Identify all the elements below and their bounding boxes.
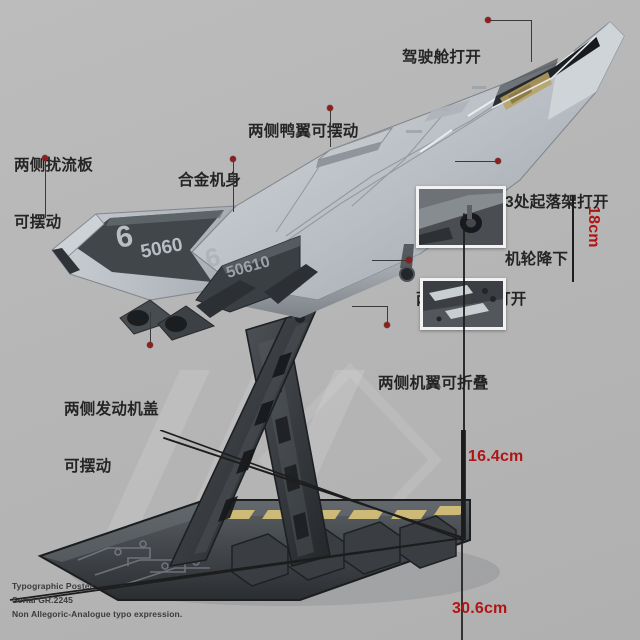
footer-line-3: Non Allegoric-Analogue typo expression. — [12, 609, 183, 619]
engine-cover-label-line2: 可摆动 — [64, 458, 112, 475]
height-dimension-line — [572, 196, 574, 282]
missile-bay-inset-photo — [420, 278, 506, 330]
alloy-fuselage-label: 合金机身 — [178, 133, 241, 228]
spoiler-label-line1: 两侧扰流板 — [14, 157, 94, 174]
folding-wing-label-line1: 两侧机翼可折叠 — [378, 375, 489, 392]
wing-fold-leader-dot — [384, 322, 390, 328]
fuselage-serial-marking: 50610 — [224, 253, 272, 282]
folding-wing-label: 两侧机翼可折叠 — [378, 336, 489, 431]
landing-gear-leader-line — [455, 161, 495, 163]
fuselage-leader-dot — [230, 156, 236, 162]
wing-fold-leader-line-v — [387, 306, 389, 322]
engine-leader-line — [150, 312, 152, 342]
width-dimension-label: 30.6cm — [452, 600, 508, 617]
tail-fin: 6 50610 — [195, 235, 318, 318]
fuselage-leader-line — [233, 162, 235, 212]
canard-leader-line — [330, 111, 332, 147]
cockpit-leader-line-v — [531, 20, 533, 62]
engine-leader-dot — [147, 342, 153, 348]
engine-cover-label: 两侧发动机盖 可摆动 — [64, 362, 159, 514]
spoiler-leader-dot — [42, 155, 48, 161]
cockpit-label-line1: 驾驶舱打开 — [402, 49, 482, 66]
alloy-fuselage-label-line1: 合金机身 — [178, 172, 242, 189]
cockpit-leader-dot — [485, 17, 491, 23]
landing-gear-inset-photo — [416, 186, 506, 248]
spoiler-leader-line — [45, 161, 47, 218]
cockpit-leader-line-h — [491, 20, 532, 22]
missile-leader-dot — [406, 257, 412, 263]
footer-line-1: Typographic Poster — [12, 581, 93, 591]
wing-fold-leader-line-h — [352, 306, 388, 308]
engine-nacelle — [119, 299, 216, 341]
wing-number-marking: 6 — [113, 219, 136, 255]
display-stand-base — [37, 499, 471, 601]
landing-gear-label-line2: 机轮降下 — [505, 251, 569, 268]
canard-leader-dot — [327, 105, 333, 111]
missile-leader-line — [372, 260, 406, 262]
landing-gear-label: 3处起落架打开 机轮降下 — [505, 155, 609, 307]
spoiler-label: 两侧扰流板 可摆动 — [14, 118, 93, 270]
cockpit-label: 驾驶舱打开 — [402, 10, 481, 105]
height-dimension-label: 18cm — [585, 206, 602, 248]
wing-serial-marking: 5060 — [139, 234, 185, 263]
landing-gear-leader-dot — [495, 158, 501, 164]
display-stand-strut — [168, 308, 331, 568]
canard-label: 两侧鸭翼可摆动 — [248, 84, 359, 179]
canard-label-line1: 两侧鸭翼可摆动 — [248, 123, 359, 140]
spoiler-label-line2: 可摆动 — [14, 214, 62, 231]
open-cockpit-canopy — [491, 35, 600, 110]
engine-cover-label-line1: 两侧发动机盖 — [64, 401, 159, 418]
fuselage-number-marking: 6 — [201, 241, 223, 274]
landing-gear-label-line1: 3处起落架打开 — [505, 194, 609, 211]
footer-line-2: Serial GR.2245 — [12, 595, 73, 605]
depth-dimension-label: 16.4cm — [468, 448, 524, 465]
